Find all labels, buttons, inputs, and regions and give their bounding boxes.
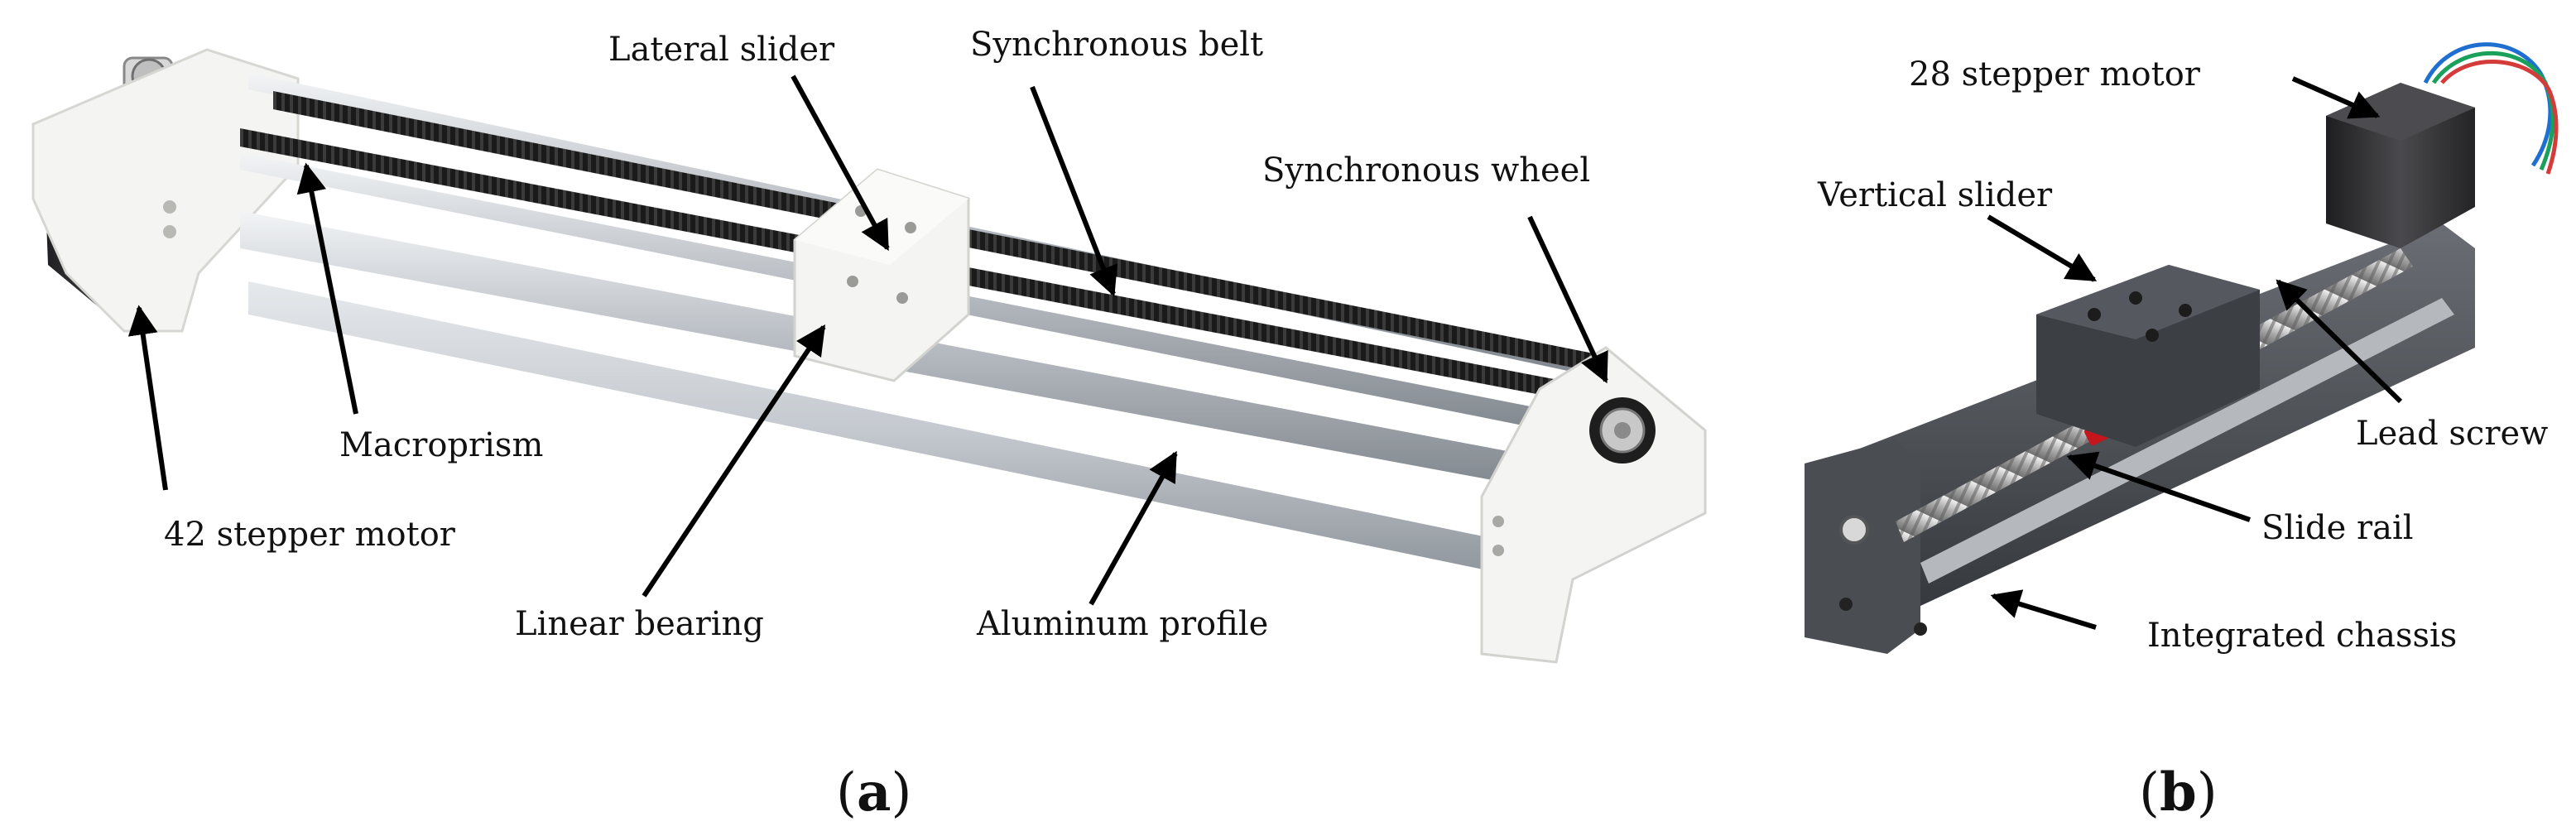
label-lead-screw: Lead screw [2356,415,2549,453]
arrow-lead-screw [2276,279,2403,404]
synchronous-wheel-end-block [1480,346,1707,664]
arrow-42-stepper-motor [127,305,168,491]
callout-arrows [127,74,2403,630]
arrow-28-stepper-motor [2291,76,2381,119]
label-slide-rail: Slide rail [2261,509,2414,547]
arrow-vertical-slider [1987,214,2098,282]
label-aluminum-profile: Aluminum profile [977,605,1269,643]
label-synchronous-wheel: Synchronous wheel [1262,151,1591,190]
arrow-synchronous-belt [1030,85,1117,297]
arrow-synchronous-wheel [1527,215,1608,384]
label-integrated-chassis: Integrated chassis [2147,617,2458,655]
vertical-slider [2036,265,2260,447]
panel-label-b: (b) [2139,761,2218,824]
panel-b-letter: b [2159,761,2197,824]
arrow-integrated-chassis [1990,589,2097,630]
arrow-macroprism [296,162,358,415]
arrow-slide-rail [2066,451,2251,522]
stepper-motor-28 [2326,42,2559,248]
motor-mount-plate [31,48,300,333]
label-linear-bearing: Linear bearing [515,605,764,643]
lateral-slider [793,168,970,382]
label-vertical-slider: Vertical slider [1818,176,2053,214]
label-lateral-slider: Lateral slider [608,31,835,69]
label-macroprism: Macroprism [339,426,544,464]
arrow-lateral-slider [791,74,890,252]
panel-b-illustration [1805,42,2559,654]
label-synchronous-belt: Synchronous belt [970,26,1264,64]
label-28-stepper-motor: 28 stepper motor [1909,55,2200,94]
arrow-aluminum-profile [1089,450,1178,606]
panel-a-illustration [31,48,1707,664]
arrow-linear-bearing [642,324,826,598]
panel-a-letter: a [856,761,892,824]
panel-label-a: (a) [836,761,912,824]
label-42-stepper-motor: 42 stepper motor [164,516,455,554]
